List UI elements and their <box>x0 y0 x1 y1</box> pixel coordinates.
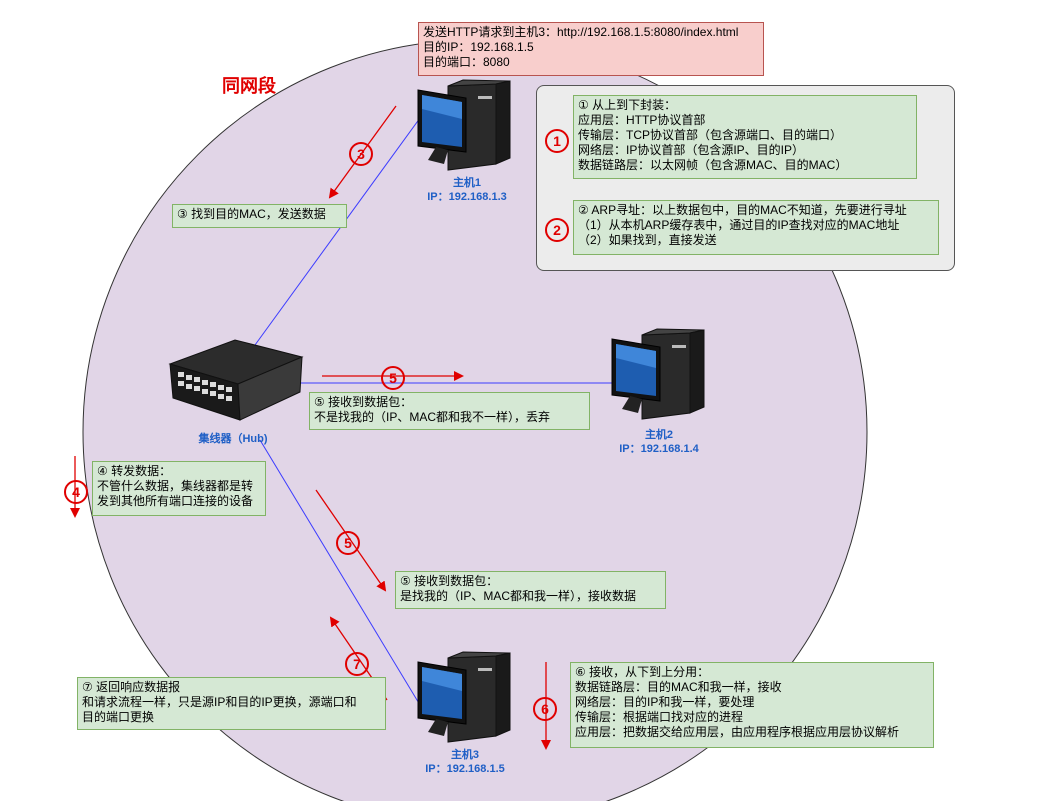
step5a-number: 5 <box>381 366 405 390</box>
host2-label: 主机2 IP：192.168.1.4 <box>604 428 714 456</box>
step5b-box: ⑤ 接收到数据包： 是找我的（IP、MAC都和我一样），接收数据 <box>395 571 666 609</box>
step5b-number: 5 <box>336 531 360 555</box>
step1-line: 应用层：HTTP协议首部 <box>578 113 706 127</box>
step4-box: ④ 转发数据： 不管什么数据，集线器都是转 发到其他所有端口连接的设备 <box>92 461 266 516</box>
step5b-line: ⑤ 接收到数据包： <box>400 574 499 588</box>
host1-computer <box>417 79 511 171</box>
step4-line: 不管什么数据，集线器都是转 <box>97 479 254 493</box>
step1-number: 1 <box>545 129 569 153</box>
step7-line: 目的端口更换 <box>82 710 155 724</box>
link-hub-host1 <box>254 117 421 346</box>
host2-name: 主机2 <box>644 429 674 441</box>
link-hub-host3 <box>259 439 421 706</box>
step4-line: 发到其他所有端口连接的设备 <box>97 494 254 508</box>
step1-line: 网络层：IP协议首部（包含源IP、目的IP） <box>578 143 805 157</box>
step2-line: （2）如果找到，直接发送 <box>578 233 717 247</box>
step5b-line: 是找我的（IP、MAC都和我一样），接收数据 <box>400 589 637 603</box>
step2-box: ② ARP寻址：以上数据包中，目的MAC不知道，先要进行寻址 （1）从本机ARP… <box>573 200 939 255</box>
step2-line: ② ARP寻址：以上数据包中，目的MAC不知道，先要进行寻址 <box>578 203 907 217</box>
step1-line: 数据链路层：以太网帧（包含源MAC、目的MAC） <box>578 158 848 172</box>
step7-number: 7 <box>345 652 369 676</box>
step5a-line: ⑤ 接收到数据包： <box>314 395 413 409</box>
step4-number: 4 <box>64 480 88 504</box>
step3-line: ③ 找到目的MAC，发送数据 <box>177 207 326 221</box>
step5a-box: ⑤ 接收到数据包： 不是找我的（IP、MAC都和我不一样），丢弃 <box>309 392 590 430</box>
dest-ip-line: 目的IP：192.168.1.5 <box>423 40 534 54</box>
step3-box: ③ 找到目的MAC，发送数据 <box>172 204 347 228</box>
step7-box: ⑦ 返回响应数据报 和请求流程一样，只是源IP和目的IP更换，源端口和 目的端口… <box>77 677 386 730</box>
host1-ip: IP：192.168.1.3 <box>427 191 507 203</box>
step4-line: ④ 转发数据： <box>97 464 172 478</box>
step1-line: ① 从上到下封装： <box>578 98 677 112</box>
host3-name: 主机3 <box>450 749 480 761</box>
step2-number: 2 <box>545 218 569 242</box>
host3-ip: IP：192.168.1.5 <box>425 763 505 775</box>
step6-box: ⑥ 接收，从下到上分用： 数据链路层：目的MAC和我一样，接收 网络层：目的IP… <box>570 662 934 748</box>
host2-ip: IP：192.168.1.4 <box>619 443 699 455</box>
step5a-line: 不是找我的（IP、MAC都和我不一样），丢弃 <box>314 410 551 424</box>
step6-line: 应用层：把数据交给应用层，由应用程序根据应用层协议解析 <box>575 725 900 739</box>
step1-line: 传输层：TCP协议首部（包含源端口、目的端口） <box>578 128 843 142</box>
dest-port-line: 目的端口：8080 <box>423 55 510 69</box>
host1-name: 主机1 <box>452 177 482 189</box>
host1-label: 主机1 IP：192.168.1.3 <box>412 176 522 204</box>
step2-line: （1）从本机ARP缓存表中，通过目的IP查找对应的MAC地址 <box>578 218 900 232</box>
step6-line: 数据链路层：目的MAC和我一样，接收 <box>575 680 782 694</box>
http-request-box: 发送HTTP请求到主机3：http://192.168.1.5:8080/ind… <box>418 22 764 76</box>
hub-label: 集线器（Hub) <box>198 433 268 445</box>
hub-device <box>168 339 304 421</box>
step1-box: ① 从上到下封装： 应用层：HTTP协议首部 传输层：TCP协议首部（包含源端口… <box>573 95 917 179</box>
step6-line: 传输层：根据端口找对应的进程 <box>575 710 744 724</box>
host2-computer <box>611 328 705 420</box>
step7-line: ⑦ 返回响应数据报 <box>82 680 181 694</box>
host3-label: 主机3 IP：192.168.1.5 <box>410 748 520 776</box>
step6-line: 网络层：目的IP和我一样，要处理 <box>575 695 755 709</box>
host3-computer <box>417 651 511 743</box>
step6-number: 6 <box>533 697 557 721</box>
same-subnet-title: 同网段 <box>222 76 276 96</box>
http-request-line: 发送HTTP请求到主机3：http://192.168.1.5:8080/ind… <box>423 25 739 39</box>
step3-number: 3 <box>349 142 373 166</box>
step6-line: ⑥ 接收，从下到上分用： <box>575 665 710 679</box>
step7-line: 和请求流程一样，只是源IP和目的IP更换，源端口和 <box>82 695 357 709</box>
